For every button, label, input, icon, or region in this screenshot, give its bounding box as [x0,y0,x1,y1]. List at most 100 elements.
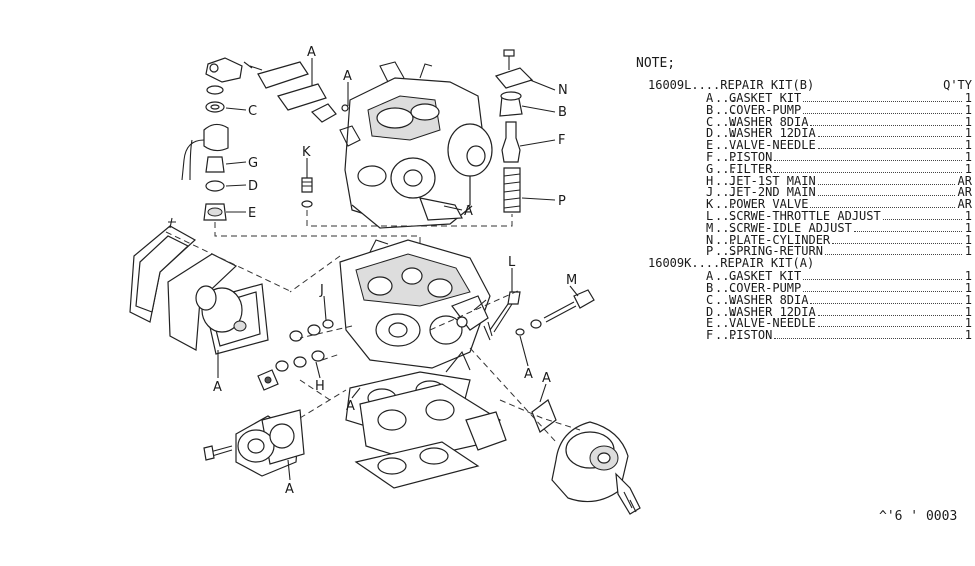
item-letter: D [706,126,714,141]
item-name: COVER-PUMP [729,280,802,295]
item-quantity: 1 [964,304,972,319]
dotted-leader [818,148,962,150]
dotted-leader [774,338,962,340]
repair-kit-notes: NOTE; 16009L....REPAIR KIT(B) Q'TY A...GAS… [636,56,972,343]
item-letter: M [706,220,714,235]
item-letter: E [706,138,714,153]
item-separator: ... [715,316,737,331]
callout-label: A [542,371,551,386]
item-separator: ... [715,232,737,247]
item-letter: F [706,149,714,164]
item-letter: E [706,316,714,331]
item-separator: ... [715,292,737,307]
item-letter: B [706,280,714,295]
callout-label: M [566,273,577,288]
dotted-leader [818,136,962,138]
callout-label: A [285,482,294,497]
dotted-leader [832,242,962,244]
callout-label: P [558,194,566,209]
item-separator: ... [715,138,737,153]
callout-label: J [319,283,324,298]
item-quantity: 1 [964,208,972,223]
dotted-leader [810,207,955,209]
dashed-leader-lines [165,210,581,443]
callout-label: A [307,45,316,60]
item-name: WASHER 12DIA [729,126,816,141]
dotted-leader [818,314,962,316]
item-letter: F [706,328,714,343]
callout-label: D [248,179,258,194]
kit-part-number: 16009L [648,78,692,92]
callout-label: H [315,379,325,394]
item-letter: N [706,232,714,247]
item-name: VALVE-NEEDLE [729,138,816,153]
callout-label: A [464,204,473,219]
dotted-leader [803,290,962,292]
item-name: PISTON [729,149,773,164]
item-quantity: AR [957,197,972,212]
item-name: WASHER 12DIA [729,304,816,319]
callout-label: A [524,367,533,382]
callout-label: L [508,255,516,270]
item-separator: ... [715,173,737,188]
dotted-leader [774,171,962,173]
item-name: COVER-PUMP [729,102,802,117]
item-quantity: 1 [964,126,972,141]
item-quantity: 1 [964,269,972,284]
dotted-leader [803,101,962,102]
item-quantity: 1 [964,114,972,129]
callout-labels: A A C B G D E K A N B F P L M J A H A A … [213,45,577,497]
power-valve-part [301,177,313,208]
dotted-leader [810,124,962,126]
callout-label: K [302,145,311,160]
lower-base-and-gaskets [345,350,507,489]
qty-column-header: Q'TY [943,78,972,92]
item-letter: B [706,102,714,117]
item-letter: G [706,161,714,176]
notes-heading: NOTE; [636,56,676,71]
item-name: PISTON [729,328,773,343]
callout-label: A [346,399,355,414]
carburetor-top-assembly [339,61,493,229]
item-letter: C [706,114,714,129]
callout-label: B [558,105,567,120]
jets-row [257,319,334,391]
item-name: VALVE-NEEDLE [729,316,816,331]
kit-title: ....REPAIR KIT(B) [691,78,815,92]
item-name: WASHER 8DIA [729,114,809,129]
item-separator: ... [715,102,737,117]
item-name: SCRWE-IDLE ADJUST [729,220,852,235]
item-name: SCRWE-THROTTLE ADJUST [729,208,881,223]
left-float-cover-gaskets [129,217,269,355]
choke-diaphragm-unit [531,399,641,515]
callout-label: N [558,83,568,98]
item-quantity: 1 [964,138,972,153]
item-separator: ... [715,114,737,129]
callout-label: A [343,69,352,84]
item-separator: ... [715,185,737,200]
repair-kit-list: 16009L....REPAIR KIT(B) Q'TY A...GASKET KI… [636,78,972,343]
dotted-leader [818,183,955,185]
diagram-reference-code: ^'6 ' 0003 [879,509,958,524]
item-name: POWER VALVE [729,197,809,212]
item-separator: ... [715,208,737,223]
repair-kit-code: 16009K....REPAIR KIT(A) [648,257,814,270]
item-separator: ... [715,304,737,319]
item-separator: ... [715,220,737,235]
kit-item-row: C...WASHER 8DIA 1 [706,114,972,129]
item-name: FILTER [729,161,773,176]
item-quantity: 1 [964,102,972,117]
